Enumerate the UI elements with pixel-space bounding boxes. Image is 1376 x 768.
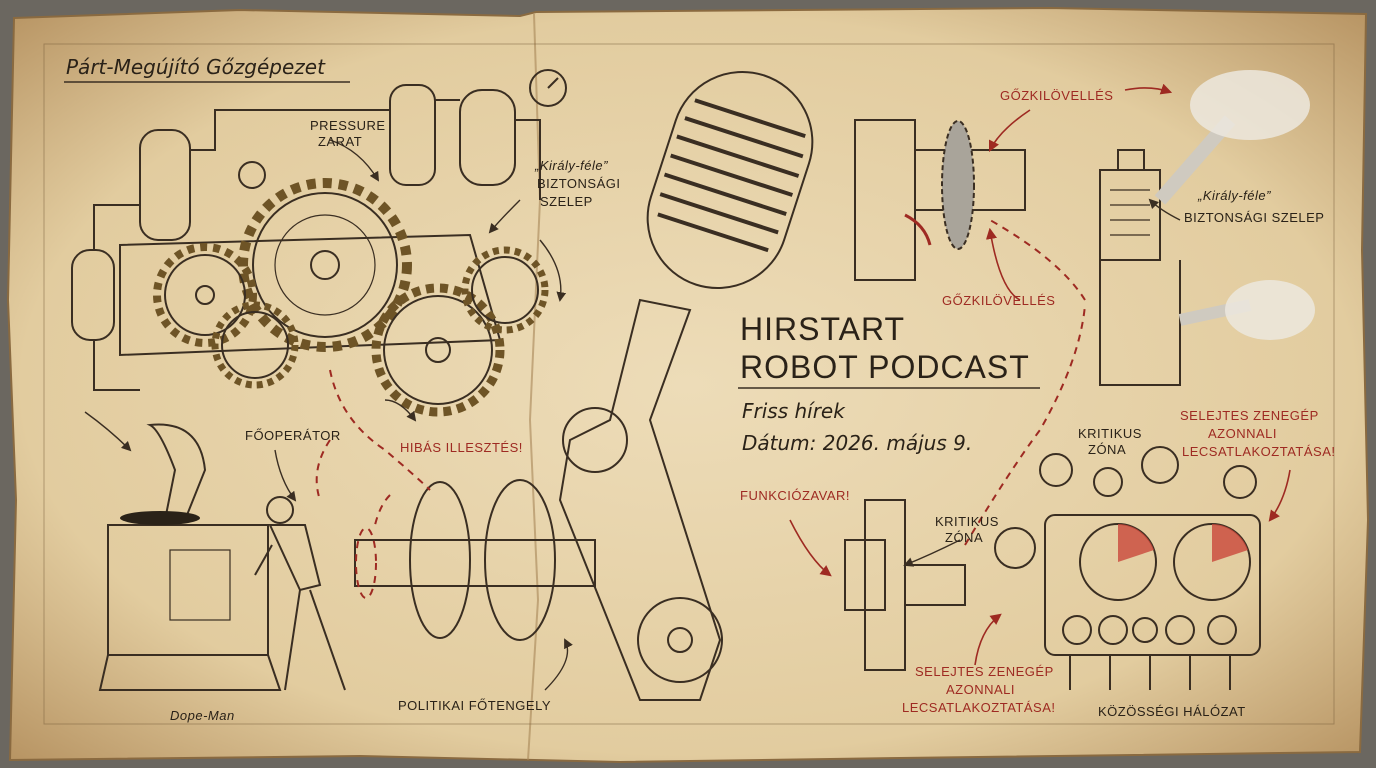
microphone-robot-arm-drawing <box>558 70 814 701</box>
headline-date: Dátum: 2026. május 9. <box>742 431 972 455</box>
gear-coupling-drawing <box>854 119 1026 281</box>
label-funkciozavar: FUNKCIÓZAVAR! <box>740 488 850 503</box>
label-kritikus-mid-1: KRITIKUS <box>935 514 999 529</box>
label-selejtes-bot-3: LECSATLAKOZTATÁSA! <box>902 700 1055 715</box>
operator-figure <box>254 496 346 691</box>
label-selejtes-bot-1: SELEJTES ZENEGÉP <box>915 664 1054 679</box>
lower-gear-drawing <box>844 499 966 671</box>
dashed-connector-lines <box>315 219 1086 546</box>
label-kritikus-mid-2: ZÓNA <box>945 530 983 545</box>
label-gozkilovelles-mid: GŐZKILÖVELLÉS <box>942 293 1055 308</box>
label-kiraly-left-2: BIZTONSÁGI <box>537 176 621 191</box>
headline-subtitle: Friss hírek <box>742 399 846 423</box>
headline-line2: ROBOT PODCAST <box>740 349 1030 385</box>
label-hibas-illesztes: HIBÁS ILLESZTÉS! <box>400 440 523 455</box>
label-kiraly-right-2: BIZTONSÁGI SZELEP <box>1184 210 1324 225</box>
label-kozossegi-halozat: KÖZÖSSÉGI HÁLÓZAT <box>1098 704 1246 719</box>
label-kiraly-left-3: SZELEP <box>540 194 593 209</box>
safety-valve-drawing <box>1099 70 1315 386</box>
label-selejtes-top-3: LECSATLAKOZTATÁSA! <box>1182 444 1335 459</box>
label-selejtes-top-1: SELEJTES ZENEGÉP <box>1180 408 1319 423</box>
steam-engine-drawing <box>71 69 567 417</box>
label-selejtes-bot-2: AZONNALI <box>946 682 1015 697</box>
label-dope-man: Dope-Man <box>170 708 235 723</box>
label-gozkilovelles-top: GŐZKILÖVELLÉS <box>1000 88 1113 103</box>
label-kiraly-left-1: „Király-féle” <box>534 158 608 173</box>
label-kiraly-right-1: „Király-féle” <box>1197 188 1271 203</box>
label-pressure: PRESSURE <box>310 118 386 133</box>
label-selejtes-top-2: AZONNALI <box>1208 426 1277 441</box>
annotation-arrows <box>84 83 1291 691</box>
label-politikai-fotengely: POLITIKAI FŐTENGELY <box>398 698 551 713</box>
label-fooperator: FŐOPERÁTOR <box>245 428 341 443</box>
crankshaft-drawing <box>354 479 596 641</box>
gramophone-organ-drawing <box>98 423 282 691</box>
label-zarat: ZARAT <box>318 134 362 149</box>
gauge-panel-drawing <box>994 446 1261 690</box>
corner-title: Párt-Megújító Gőzgépezet <box>66 55 326 79</box>
label-kritikus-top-1: KRITIKUS <box>1078 426 1142 441</box>
headline-line1: HIRSTART <box>740 311 905 347</box>
label-kritikus-top-2: ZÓNA <box>1088 442 1126 457</box>
